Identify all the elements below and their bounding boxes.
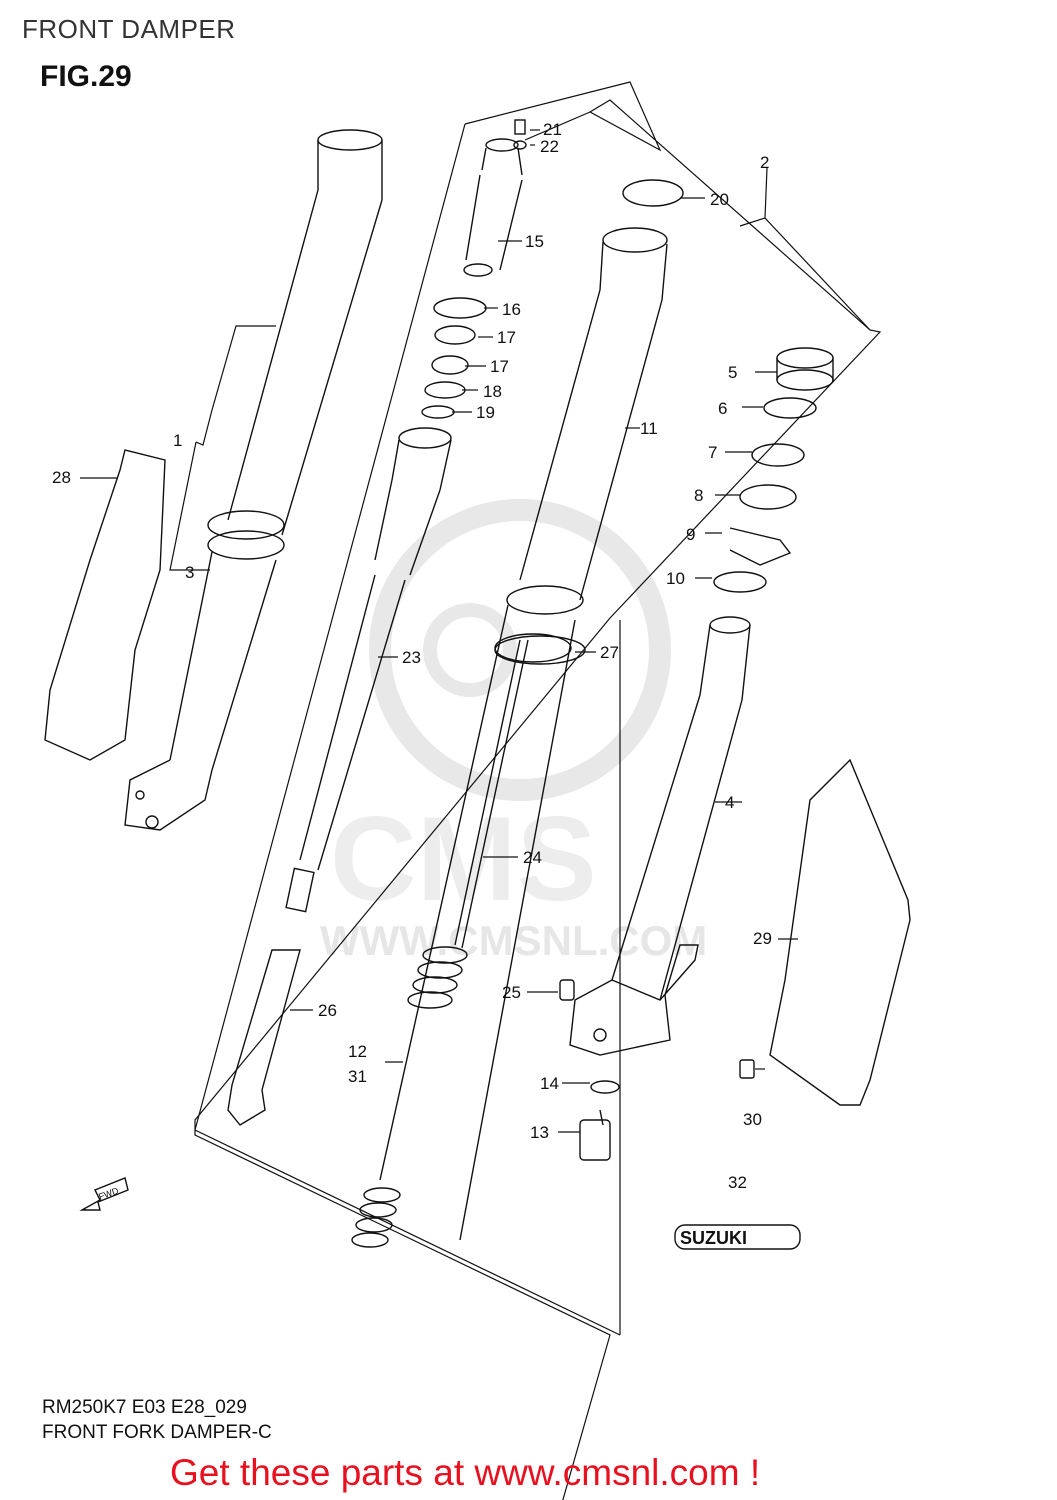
ring-19	[421, 405, 455, 419]
o-ring-16	[433, 297, 487, 319]
callout-24: 24	[523, 848, 542, 867]
spring-rod-24	[454, 639, 529, 949]
callout-17b: 17	[490, 357, 509, 376]
bushing-6	[763, 397, 817, 419]
coil-spring-lower	[351, 1187, 401, 1248]
callout-9: 9	[686, 525, 695, 544]
bolt-30	[739, 1059, 755, 1079]
page-title: FRONT DAMPER	[22, 14, 236, 44]
callout-23: 23	[402, 648, 421, 667]
fork-guard-left	[44, 449, 166, 761]
callout-30: 30	[743, 1110, 762, 1129]
inner-tube-11	[379, 227, 668, 1241]
clip-9	[729, 527, 792, 566]
callout-26: 26	[318, 1001, 337, 1020]
callout-5: 5	[728, 363, 737, 382]
callout-19: 19	[476, 403, 495, 422]
bolt-25	[559, 979, 575, 1001]
callout-6: 6	[718, 399, 727, 418]
o-ring-27	[494, 633, 572, 663]
promo-link[interactable]: Get these parts at www.cmsnl.com !	[170, 1452, 761, 1493]
callout-20: 20	[710, 190, 729, 209]
callout-14: 14	[540, 1074, 559, 1093]
callout-17a: 17	[497, 328, 516, 347]
coil-spring-12	[407, 946, 468, 1009]
callout-11: 11	[640, 419, 658, 438]
callout-10: 10	[666, 569, 685, 588]
fork-guard-right	[769, 758, 911, 1106]
assembly-outline	[194, 81, 882, 1500]
callout-13: 13	[530, 1123, 549, 1142]
damper-assembly	[463, 119, 527, 277]
callout-4: 4	[725, 793, 734, 812]
callout-1: 1	[173, 431, 182, 450]
diagram-name: FRONT FORK DAMPER-C	[42, 1422, 272, 1443]
callout-27: 27	[600, 643, 619, 662]
callout-16: 16	[502, 300, 521, 319]
callout-18: 18	[483, 382, 502, 401]
callout-3: 3	[185, 563, 194, 582]
oil-seal-8	[739, 484, 797, 510]
watermark: CMS WWW.CMSNL.COM	[320, 499, 707, 964]
lower-tube-4	[569, 616, 751, 1056]
figure-label: FIG.29	[40, 60, 132, 93]
callout-15: 15	[525, 232, 544, 251]
outer-tube	[124, 129, 383, 831]
washer-7	[751, 443, 805, 467]
callout-28: 28	[52, 468, 71, 487]
ring-18	[424, 381, 466, 399]
model-code: RM250K7 E03 E28_029	[42, 1397, 247, 1418]
cartridge-23	[285, 427, 452, 913]
callout-29: 29	[753, 929, 772, 948]
callout-25: 25	[502, 983, 521, 1002]
suzuki-badge	[674, 1224, 801, 1250]
plug-13	[579, 1119, 611, 1161]
fwd-arrow	[79, 1177, 129, 1211]
o-ring-20	[622, 179, 684, 207]
callout-32: 32	[728, 1173, 747, 1192]
seal-17b	[431, 355, 469, 375]
callout-31: 31	[348, 1067, 367, 1086]
callout-7: 7	[708, 443, 717, 462]
callout-12: 12	[348, 1042, 367, 1061]
bottom-piece-26	[227, 949, 301, 1126]
callout-2: 2	[760, 153, 769, 172]
callout-8: 8	[694, 486, 703, 505]
o-ring-14	[590, 1080, 620, 1094]
seal-17a	[434, 325, 476, 345]
dust-seal-10	[713, 571, 767, 593]
badge-text: SUZUKI	[680, 1228, 747, 1248]
watermark-url: WWW.CMSNL.COM	[320, 917, 707, 964]
callout-21: 21	[543, 120, 562, 139]
callout-22: 22	[540, 137, 559, 156]
bushing-5	[776, 347, 834, 369]
